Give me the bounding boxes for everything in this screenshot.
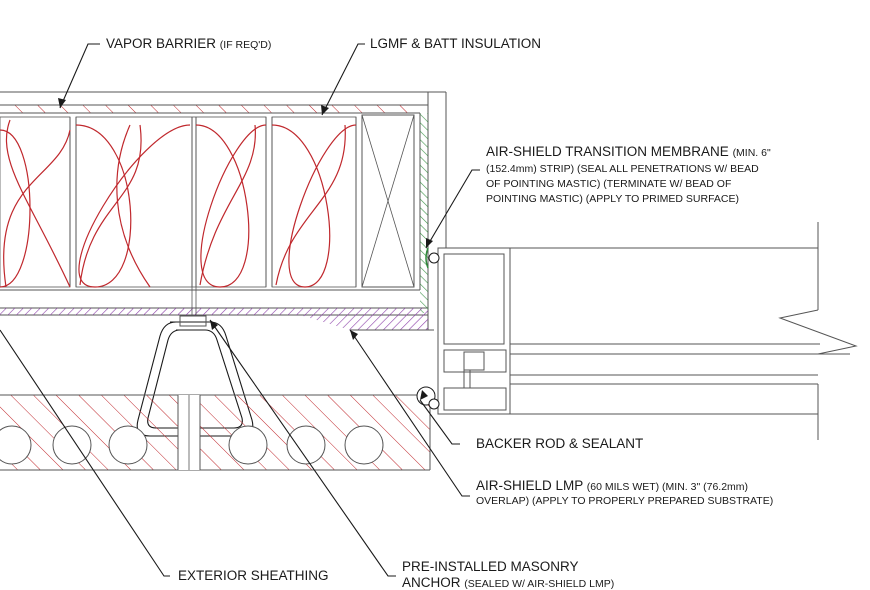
lmp-label: AIR-SHIELD LMP (60 MILS WET) (MIN. 3" (7…: [476, 478, 748, 493]
lgmf-insulation-label: LGMF & BATT INSULATION: [370, 36, 541, 51]
vapor-barrier-label: VAPOR BARRIER (IF REQ'D): [106, 36, 271, 51]
batt-insulation: [0, 116, 357, 288]
masonry-anchor-label: PRE-INSTALLED MASONRY: [402, 559, 579, 574]
masonry-anchor-label-line2: ANCHOR (SEALED W/ AIR-SHIELD LMP): [402, 575, 614, 590]
exterior-sheathing-lmp: [0, 308, 434, 331]
exterior-sheathing-label: EXTERIOR SHEATHING: [178, 568, 329, 583]
transition-membrane-line2: (152.4mm) STRIP) (SEAL ALL PENETRATIONS …: [486, 163, 759, 175]
masonry-veneer: [0, 394, 431, 471]
wall-frame: [0, 91, 447, 330]
transition-membrane-label: AIR-SHIELD TRANSITION MEMBRANE (MIN. 6": [486, 144, 771, 159]
window-frame: [437, 222, 858, 440]
vapor-barrier-band: [0, 104, 428, 114]
transition-membrane-line3: OF POINTING MASTIC) (TERMINATE W/ BEAD O…: [486, 178, 731, 190]
wood-blocking: [361, 114, 415, 288]
leader-lines: [0, 43, 480, 577]
backer-rod-label: BACKER ROD & SEALANT: [476, 436, 643, 451]
transition-membrane-line4: POINTING MASTIC) (APPLY TO PRIMED SURFAC…: [486, 193, 739, 205]
lmp-label-line2: OVERLAP) (APPLY TO PROPERLY PREPARED SUB…: [476, 495, 773, 507]
